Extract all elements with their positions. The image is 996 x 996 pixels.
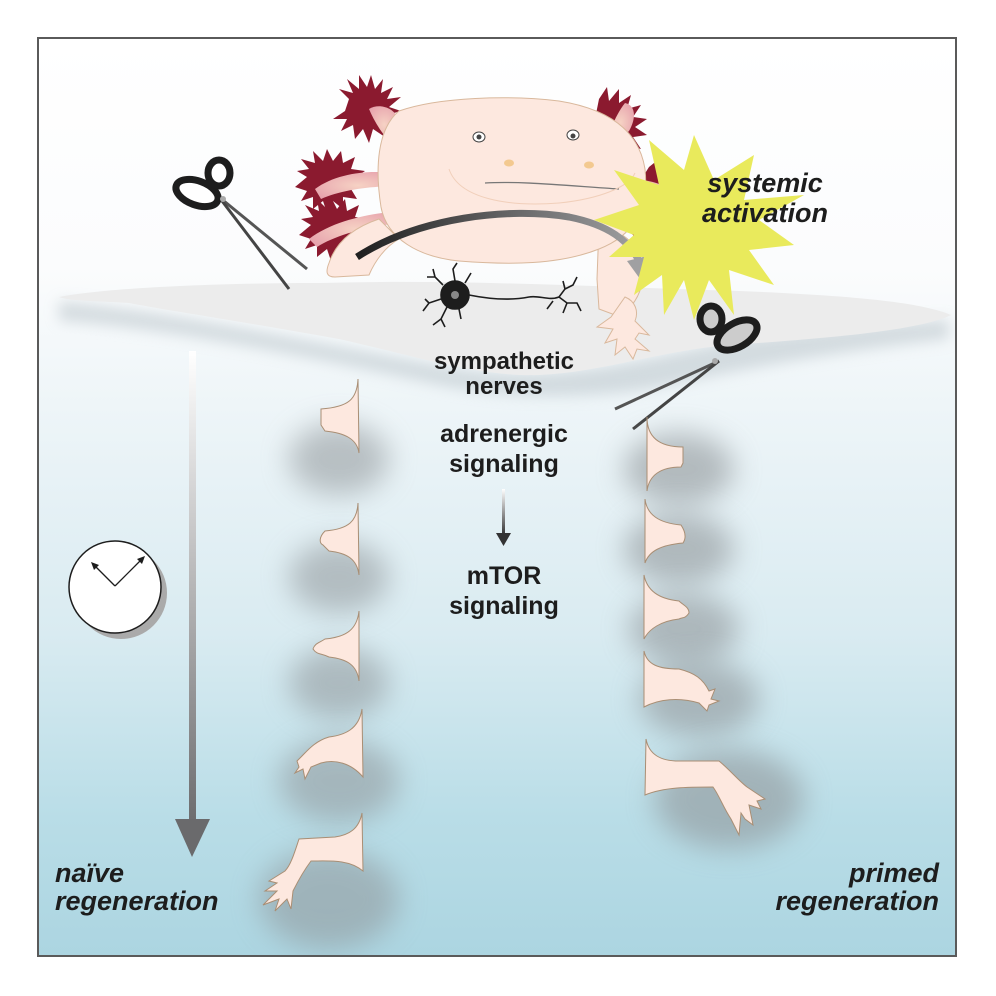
primed-regeneration-label: primed regeneration xyxy=(775,859,939,916)
primed-stage-1 xyxy=(646,416,684,492)
label-line: sympathetic xyxy=(433,348,575,375)
naive-stage-4 xyxy=(293,708,364,781)
primed-stage-5 xyxy=(644,738,767,837)
adrenergic-signaling-label: adrenergic signaling xyxy=(404,421,604,478)
naive-stage-3 xyxy=(312,610,360,682)
pathway-arrow-shaft xyxy=(502,489,505,535)
systemic-arrow xyxy=(355,209,643,263)
neuron-icon xyxy=(422,262,582,328)
label-line: activation xyxy=(701,197,829,228)
time-arrow-head xyxy=(175,819,210,857)
naive-regeneration-label: naïve regeneration xyxy=(55,859,219,916)
naive-stage-5 xyxy=(262,812,364,912)
label-line: nerves xyxy=(465,373,543,401)
axolotl-right-hand xyxy=(595,296,651,361)
label-line: signaling xyxy=(449,450,559,479)
clock-icon xyxy=(68,540,167,639)
label-line: systemic xyxy=(707,168,823,198)
label-line: naïve xyxy=(55,858,125,888)
label-line: primed xyxy=(848,858,939,888)
naive-stage-2 xyxy=(319,502,360,576)
starburst-icon xyxy=(594,135,804,320)
primed-stage-2 xyxy=(644,498,686,564)
label-line: regeneration xyxy=(55,886,219,917)
illustration xyxy=(59,75,951,949)
axolotl-mouth xyxy=(484,181,620,190)
sympathetic-nerves-label: sympathetic nerves xyxy=(404,348,604,401)
label-line: regeneration xyxy=(775,886,939,917)
primed-stage-4 xyxy=(643,650,721,712)
label-line: mTOR xyxy=(466,562,542,590)
time-arrow-shaft xyxy=(189,351,196,831)
label-line: adrenergic xyxy=(440,420,568,448)
pathway-arrow-head xyxy=(496,533,511,546)
naive-limb-sequence xyxy=(259,378,399,949)
label-line: signaling xyxy=(449,592,559,621)
axolotl-head xyxy=(377,97,647,264)
primed-limb-sequence xyxy=(624,416,804,849)
naive-stage-1 xyxy=(320,378,360,454)
surface-shadow xyxy=(59,301,949,396)
primed-stage-3 xyxy=(643,574,690,640)
scissors-icon xyxy=(172,156,308,290)
axolotl-left-arm xyxy=(326,218,400,278)
scissors-icon xyxy=(614,302,761,431)
mtor-signaling-label: mTOR signaling xyxy=(404,563,604,620)
systemic-activation-label: systemic activation xyxy=(675,168,855,228)
figure-frame: systemic activation sympathetic nerves a… xyxy=(37,37,957,957)
